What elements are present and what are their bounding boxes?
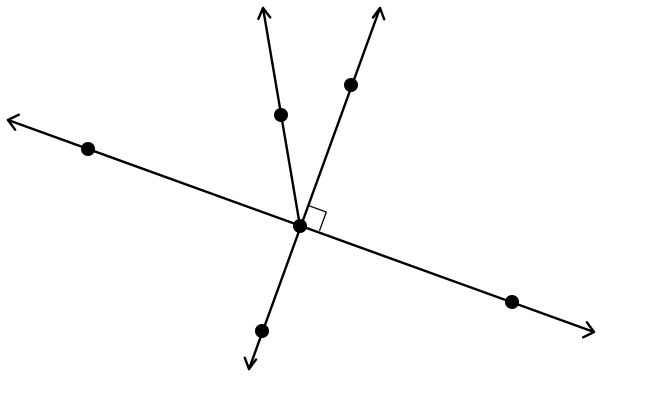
arrowhead-right [582, 321, 596, 339]
point-right [505, 295, 519, 309]
right-angle-marker [307, 204, 328, 232]
arrowhead-left [6, 113, 20, 131]
point-upper-ray [274, 108, 288, 122]
arrowhead-ray [257, 6, 272, 21]
point-lower-left [255, 324, 269, 338]
perpendicular-line [243, 6, 386, 371]
point-upper-right [344, 78, 358, 92]
point-left [81, 142, 95, 156]
arrowhead-top [371, 6, 386, 21]
point-intersection [293, 219, 307, 233]
arrowhead-bottom [243, 356, 258, 371]
